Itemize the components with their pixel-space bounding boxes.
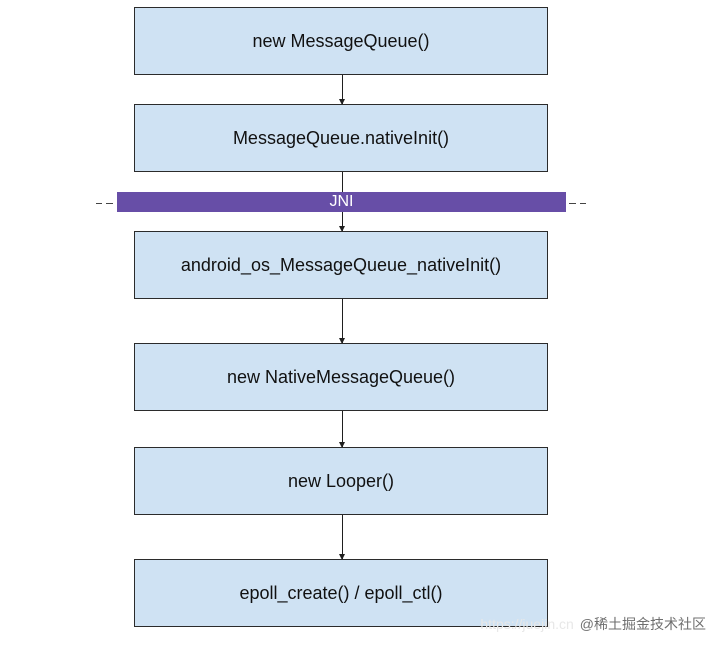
- box-new-looper: new Looper(): [134, 447, 548, 515]
- box-label: new NativeMessageQueue(): [226, 366, 456, 387]
- jni-label: JNI: [329, 193, 354, 210]
- box-epoll-create-ctl: epoll_create() / epoll_ctl(): [134, 559, 548, 627]
- box-label: MessageQueue.nativeInit(): [232, 127, 450, 148]
- box-android-os-messagequeue-nativeinit: android_os_MessageQueue_nativeInit(): [134, 231, 548, 299]
- box-new-nativemessagequeue: new NativeMessageQueue(): [134, 343, 548, 411]
- dashed-divider-right: [580, 203, 586, 204]
- box-label: new MessageQueue(): [252, 30, 430, 51]
- box-messagequeue-nativeinit: MessageQueue.nativeInit(): [134, 104, 548, 172]
- box-new-messagequeue: new MessageQueue(): [134, 7, 548, 75]
- watermark: https://juejin.cn @稀土掘金技术社区: [463, 613, 708, 635]
- dashed-divider-left: [106, 203, 113, 204]
- arrow-connector: [339, 411, 345, 448]
- watermark-faded-text: https://juejin.cn: [480, 616, 574, 632]
- arrow-connector: [339, 299, 345, 344]
- box-label: new Looper(): [287, 470, 395, 491]
- dashed-divider-right: [569, 203, 576, 204]
- box-label: android_os_MessageQueue_nativeInit(): [180, 254, 502, 275]
- watermark-text: @稀土掘金技术社区: [579, 616, 706, 632]
- arrow-connector: [339, 515, 345, 560]
- arrow-connector: [339, 75, 345, 105]
- box-label: epoll_create() / epoll_ctl(): [239, 582, 443, 603]
- jni-boundary-bar: JNI: [117, 192, 566, 212]
- dashed-divider-left: [96, 203, 102, 204]
